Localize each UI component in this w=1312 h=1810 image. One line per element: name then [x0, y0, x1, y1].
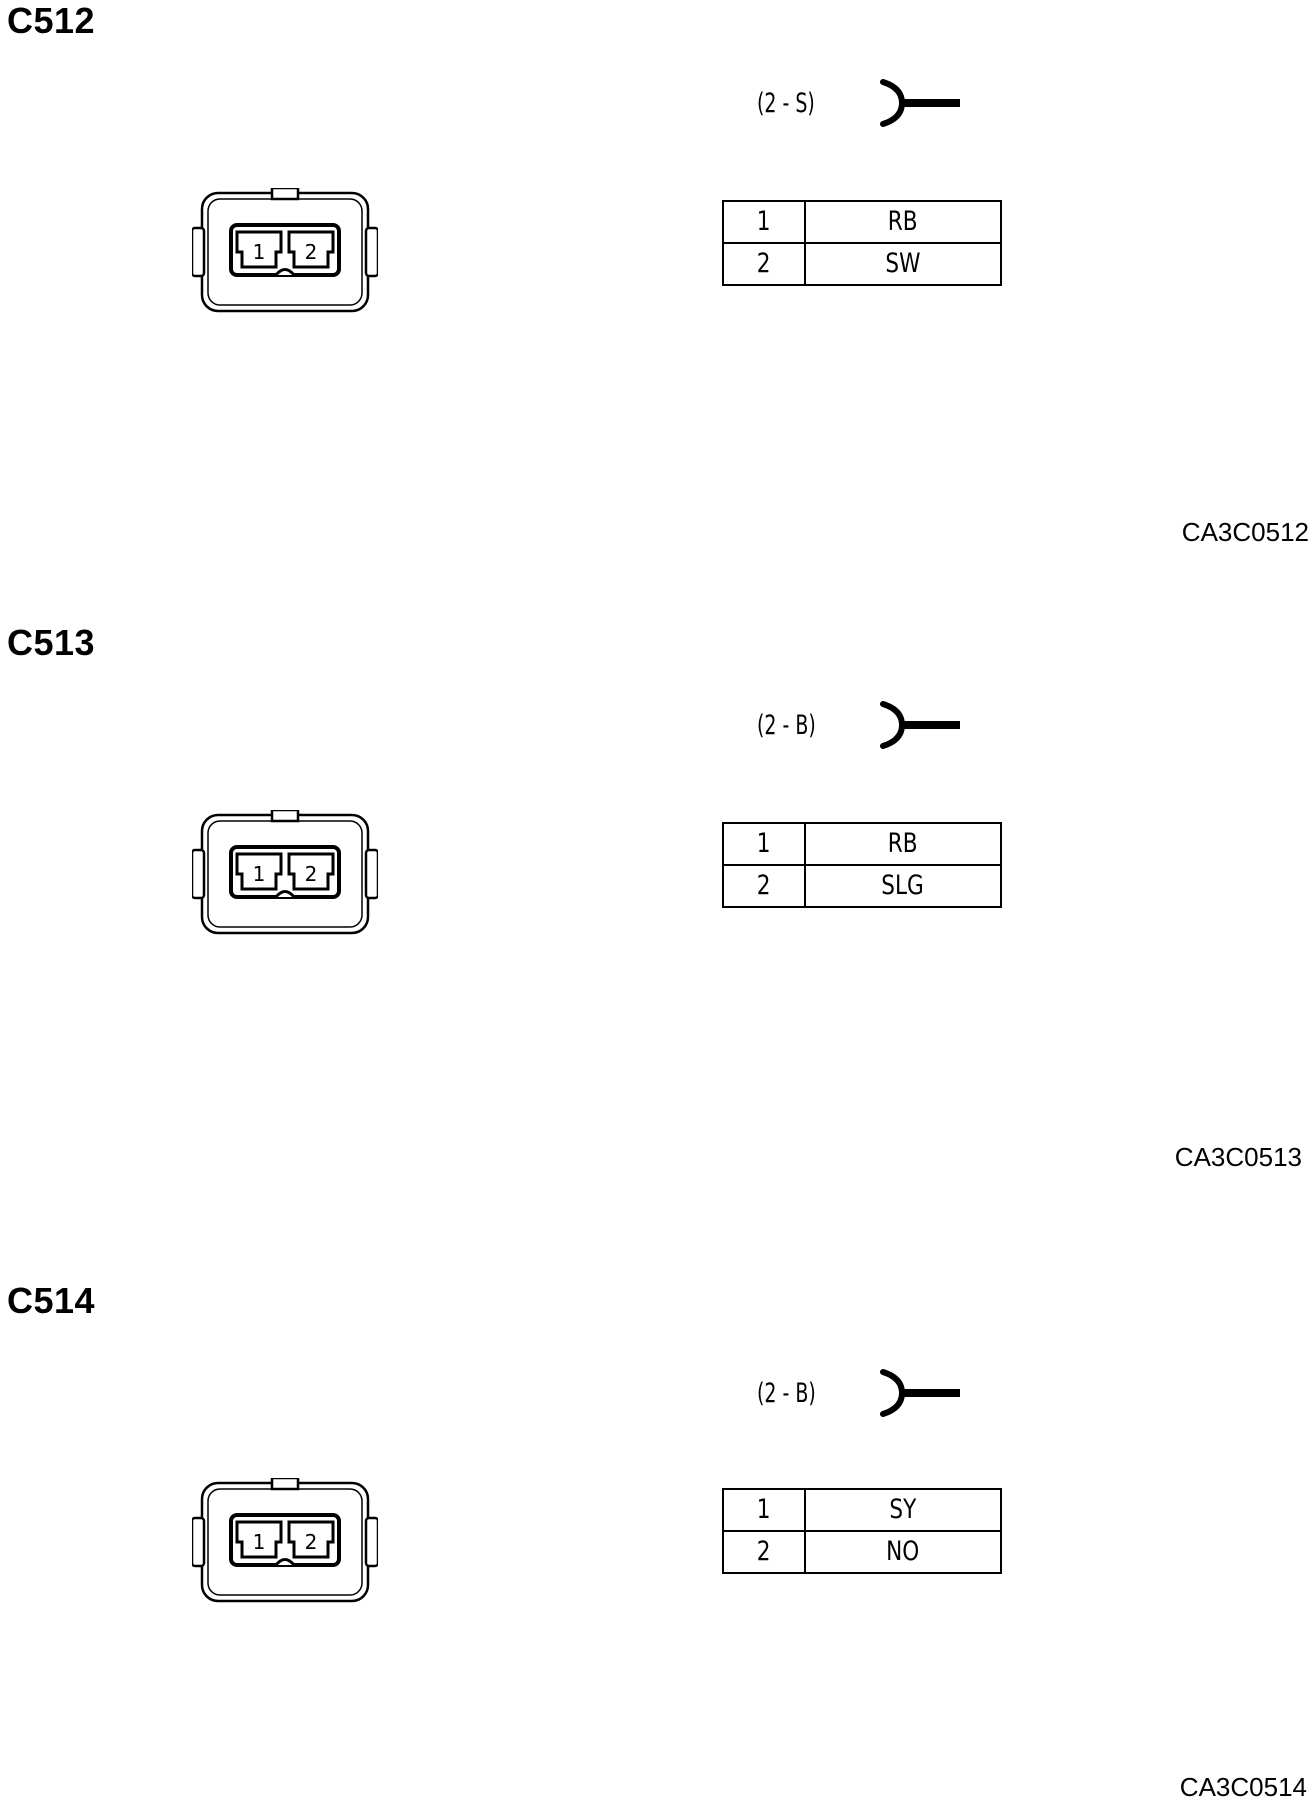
- pin-number: 1: [722, 822, 806, 866]
- pin-number: 2: [722, 1530, 806, 1574]
- connector-face-icon: 1 2: [192, 1478, 378, 1603]
- table-row: 2 SLG: [722, 864, 1002, 908]
- table-row: 1 RB: [722, 822, 1002, 866]
- connector-id: C512: [7, 0, 96, 41]
- table-row: 2 SW: [722, 242, 1002, 286]
- wire-code: SW: [804, 242, 1002, 286]
- wire-code: SLG: [804, 864, 1002, 908]
- connector-face-icon: 1 2: [192, 188, 378, 313]
- pin-number: 2: [722, 864, 806, 908]
- face-pin-label: 2: [305, 240, 318, 264]
- face-pin-label: 2: [305, 1530, 318, 1554]
- pin-number: 1: [722, 200, 806, 244]
- connector-face-icon: 1 2: [192, 810, 378, 935]
- table-row: 2 NO: [722, 1530, 1002, 1574]
- reference-code: CA3C0513: [1174, 1142, 1302, 1172]
- connector-id: C514: [7, 1280, 96, 1321]
- face-pin-label: 1: [253, 862, 266, 886]
- connector-type: (2 - B): [757, 710, 816, 741]
- connector-section-c513: C513 (2 - B) 1 2 1 RB 2 SLG CA3C0513: [0, 622, 1312, 1262]
- wire-pigtail-icon: [880, 1369, 960, 1417]
- pin-table: 1 SY 2 NO: [722, 1488, 1002, 1574]
- wire-pigtail-icon: [880, 79, 960, 127]
- table-row: 1 RB: [722, 200, 1002, 244]
- wire-code: SY: [804, 1488, 1002, 1532]
- pin-number: 1: [722, 1488, 806, 1532]
- wire-code: RB: [804, 822, 1002, 866]
- connector-section-c514: C514 (2 - B) 1 2 1 SY 2 NO CA3C0514: [0, 1280, 1312, 1810]
- wire-pigtail-icon: [880, 701, 960, 749]
- face-pin-label: 1: [253, 1530, 266, 1554]
- connector-type: (2 - S): [757, 88, 815, 119]
- reference-code: CA3C0512: [1181, 517, 1309, 547]
- wire-code: RB: [804, 200, 1002, 244]
- reference-code: CA3C0514: [1179, 1772, 1307, 1802]
- connector-type: (2 - B): [757, 1378, 816, 1409]
- face-pin-label: 1: [253, 240, 266, 264]
- connector-id: C513: [7, 622, 96, 663]
- pin-table: 1 RB 2 SLG: [722, 822, 1002, 908]
- pin-number: 2: [722, 242, 806, 286]
- connector-section-c512: C512 (2 - S) 1 2 1 RB 2 SW CA3C0512: [0, 0, 1312, 640]
- pin-table: 1 RB 2 SW: [722, 200, 1002, 286]
- wire-code: NO: [804, 1530, 1002, 1574]
- face-pin-label: 2: [305, 862, 318, 886]
- table-row: 1 SY: [722, 1488, 1002, 1532]
